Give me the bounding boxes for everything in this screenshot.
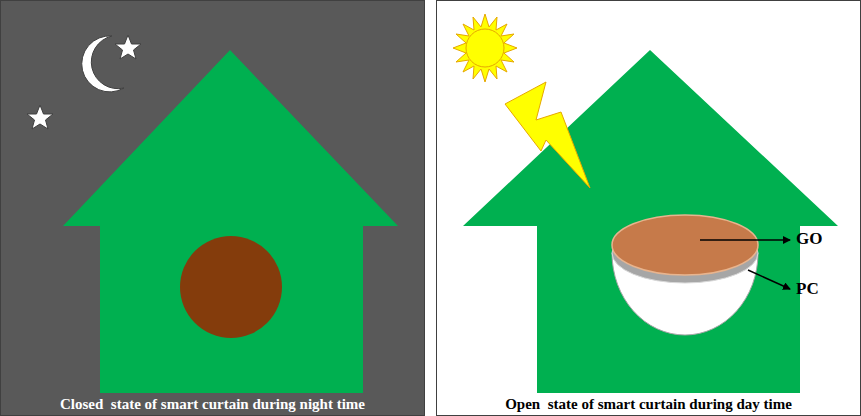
panel-caption: Open state of smart curtain during day t… <box>437 396 860 413</box>
scene-panel: Open state of smart curtain during day t… <box>436 0 861 416</box>
part-label: GO <box>796 229 822 249</box>
part-label: PC <box>796 279 819 299</box>
panel-caption: Closed state of smart curtain during nig… <box>1 396 424 413</box>
scene-panel: Closed state of smart curtain during nig… <box>0 0 425 416</box>
